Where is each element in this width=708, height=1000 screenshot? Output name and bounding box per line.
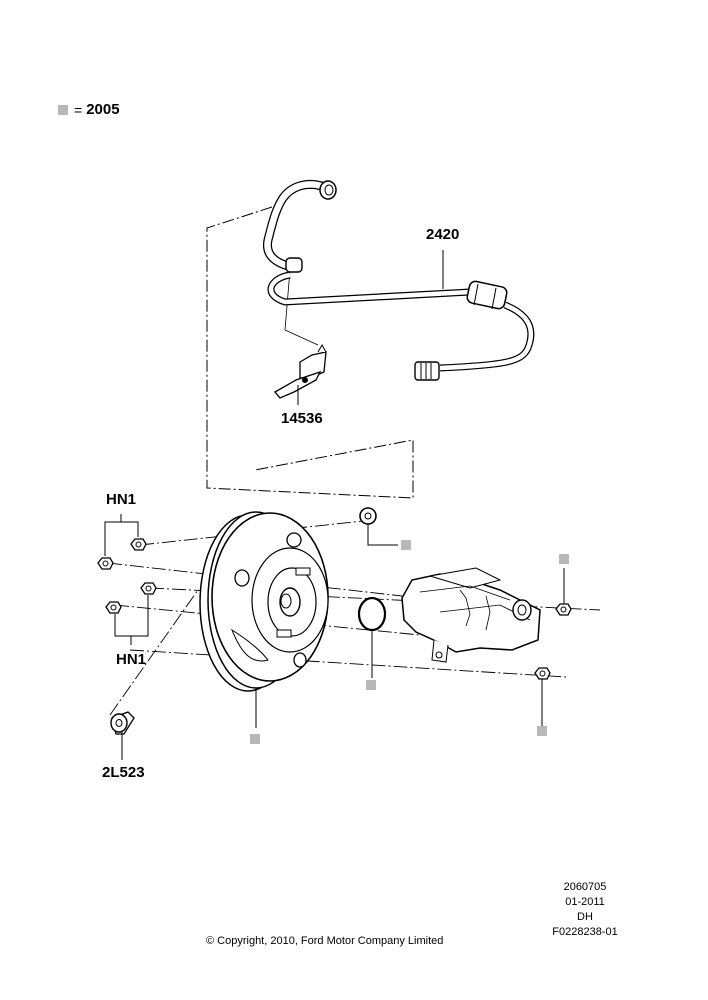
label-bracket: 14536 (281, 410, 323, 427)
legend-equals: = (74, 101, 83, 118)
footer-code1: 2060705 (563, 881, 607, 893)
seal-grommet (359, 507, 398, 546)
leader-frame (206, 206, 414, 499)
master-cylinder (401, 567, 541, 663)
footer-copyright: © Copyright, 2010, Ford Motor Company Li… (206, 935, 444, 947)
nut-bottom-left (105, 601, 122, 614)
hn1-bottom-bracket (114, 595, 149, 645)
footer-codes: 2060705 01-2011 DH F0228238-01 (540, 880, 630, 940)
nut-cylinder-lower (534, 667, 551, 726)
footer-initials: DH (577, 911, 593, 923)
legend-code: 2005 (86, 101, 120, 118)
leader-bracket (284, 269, 319, 346)
label-bolt: 2L523 (102, 764, 145, 781)
label-hn1-top: HN1 (106, 491, 136, 508)
marker-nut-lower (537, 726, 547, 736)
nut-top-left (97, 557, 114, 570)
vacuum-hose (262, 179, 535, 381)
nut-cylinder-upper (555, 568, 572, 616)
label-hose: 2420 (426, 226, 459, 243)
brake-booster (199, 511, 329, 728)
hn1-top-bracket (104, 514, 139, 556)
label-hn1-bottom: HN1 (116, 651, 146, 668)
footer-date: 01-2011 (565, 896, 605, 908)
hose-bracket (274, 343, 327, 405)
footer-figure-id: F0228238-01 (552, 926, 618, 938)
marker-nut-upper (559, 554, 569, 564)
nut-top-right (130, 538, 147, 551)
legend: = 2005 (58, 101, 120, 118)
marker-booster (250, 734, 260, 744)
marker-grommet (401, 540, 411, 550)
nut-bottom-right (140, 582, 157, 595)
stud-bolt (110, 711, 135, 760)
o-ring (357, 596, 387, 678)
legend-marker (58, 104, 68, 115)
marker-o-ring (366, 680, 376, 690)
legend-markers (250, 540, 569, 744)
